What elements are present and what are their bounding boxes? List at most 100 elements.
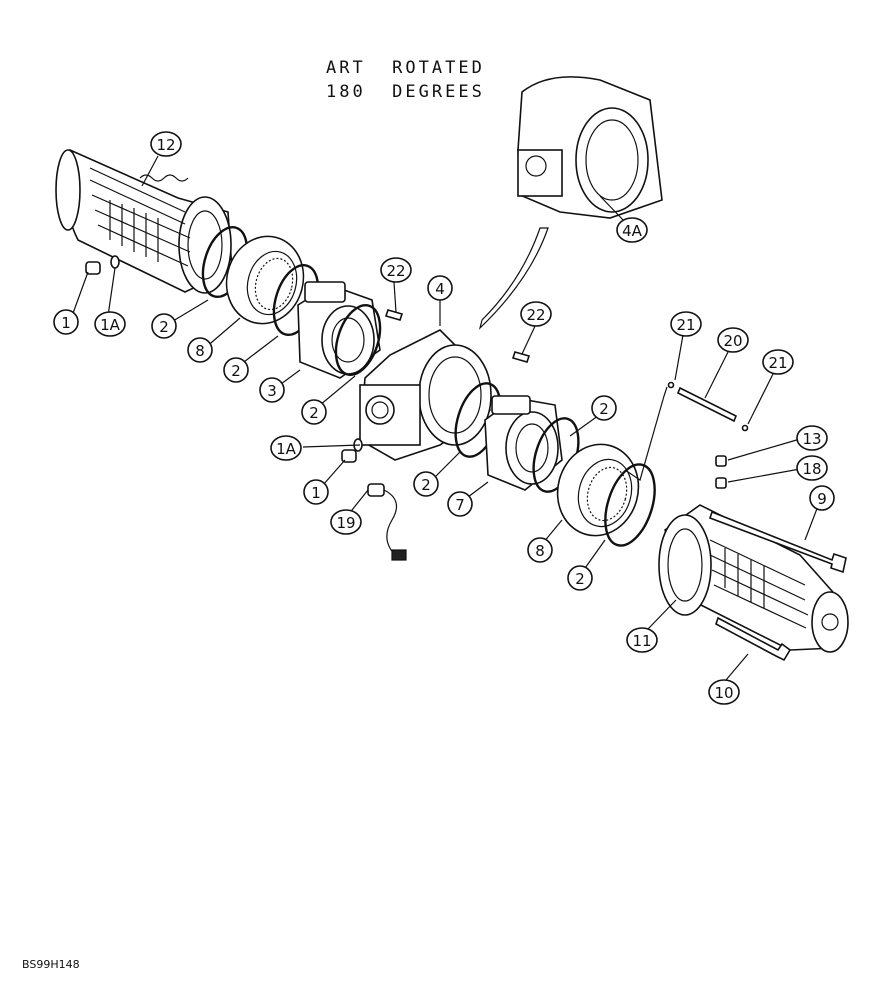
callout-label: 2 [309, 404, 319, 422]
callout-label: 10 [714, 684, 733, 702]
callout-2: 2 [223, 357, 249, 383]
callout-7: 7 [447, 491, 473, 517]
callout-circle [330, 509, 362, 535]
callout-label: 2 [231, 362, 241, 380]
callout-label: 22 [386, 262, 405, 280]
callout-circle [809, 485, 835, 511]
callout-label: 8 [535, 542, 545, 560]
seal [110, 255, 120, 269]
callout-label: 11 [632, 632, 651, 650]
figure-id: BS99H148 [22, 958, 80, 971]
callout-label: 4 [435, 280, 445, 298]
callout-label: 18 [802, 460, 821, 478]
o-ring [334, 304, 382, 376]
callout-4a: 4A [616, 217, 648, 243]
callout-1: 1 [53, 309, 79, 335]
plug [85, 261, 101, 275]
callout-1a: 1A [94, 311, 126, 337]
parts-artwork [55, 76, 849, 681]
callout-label: 8 [195, 342, 205, 360]
callout-label: 1 [61, 314, 71, 332]
callout-label: 21 [768, 354, 787, 372]
callout-circle [53, 309, 79, 335]
left-axle-housing [55, 148, 233, 294]
callout-circle [520, 301, 552, 327]
callout-label: 13 [802, 430, 821, 448]
callout-circle [762, 349, 794, 375]
callout-label: 2 [599, 400, 609, 418]
callout-circle [616, 217, 648, 243]
dowel-pin [511, 351, 531, 363]
ball [667, 381, 675, 389]
callout-21: 21 [670, 311, 702, 337]
callout-label: 4A [622, 222, 643, 240]
speed-sensor [367, 483, 407, 561]
center-housing [359, 329, 492, 461]
callout-4: 4 [427, 275, 453, 301]
callout-18: 18 [796, 455, 828, 481]
o-ring [604, 463, 656, 547]
left-ring-gear [225, 235, 305, 325]
callout-circle [150, 131, 182, 157]
callout-2: 2 [567, 565, 593, 591]
art-rotated-note-line1: ART ROTATED [326, 58, 485, 78]
callout-circle [447, 491, 473, 517]
callout-label: 2 [421, 476, 431, 494]
callout-circle [591, 395, 617, 421]
callout-21: 21 [762, 349, 794, 375]
callout-circle [380, 257, 412, 283]
callout-1a: 1A [270, 435, 302, 461]
ball [741, 424, 749, 432]
rotated-view-arrow [478, 227, 549, 330]
callout-2: 2 [151, 313, 177, 339]
callout-2: 2 [591, 395, 617, 421]
leader-lines [71, 155, 819, 681]
callout-circle [708, 679, 740, 705]
callout-label: 9 [817, 490, 827, 508]
callout-circle [270, 435, 302, 461]
callout-circle [187, 337, 213, 363]
dowel-pin [384, 309, 404, 321]
pin [676, 386, 738, 423]
callout-label: 12 [156, 136, 175, 154]
callout-10: 10 [708, 679, 740, 705]
callout-circle [413, 471, 439, 497]
callout-label: 1A [100, 316, 121, 334]
callout-label: 19 [336, 514, 355, 532]
callout-8: 8 [187, 337, 213, 363]
callout-label: 3 [267, 382, 277, 400]
callout-circle [567, 565, 593, 591]
callout-label: 1 [311, 484, 321, 502]
callout-circle [427, 275, 453, 301]
callout-circle [626, 627, 658, 653]
callout-label: 21 [676, 316, 695, 334]
plug [341, 449, 357, 463]
callout-19: 19 [330, 509, 362, 535]
right-axle-housing [658, 504, 849, 653]
callout-2: 2 [413, 471, 439, 497]
callout-label: 1A [276, 440, 297, 458]
callout-22: 22 [380, 257, 412, 283]
callout-9: 9 [809, 485, 835, 511]
callout-12: 12 [150, 131, 182, 157]
callout-circle [717, 327, 749, 353]
callout-circle [670, 311, 702, 337]
right-ring-gear [556, 443, 640, 537]
callout-circle [303, 479, 329, 505]
callout-label: 20 [723, 332, 742, 350]
callout-label: 22 [526, 306, 545, 324]
callout-circle [796, 455, 828, 481]
plug-fitting [715, 477, 727, 489]
callout-circle [259, 377, 285, 403]
breather-fitting [715, 455, 727, 467]
callout-1: 1 [303, 479, 329, 505]
callout-13: 13 [796, 425, 828, 451]
rotated-housing-view [517, 76, 663, 219]
callout-8: 8 [527, 537, 553, 563]
callout-circle [301, 399, 327, 425]
callout-label: 2 [575, 570, 585, 588]
bolt [708, 510, 847, 574]
callout-label: 2 [159, 318, 169, 336]
